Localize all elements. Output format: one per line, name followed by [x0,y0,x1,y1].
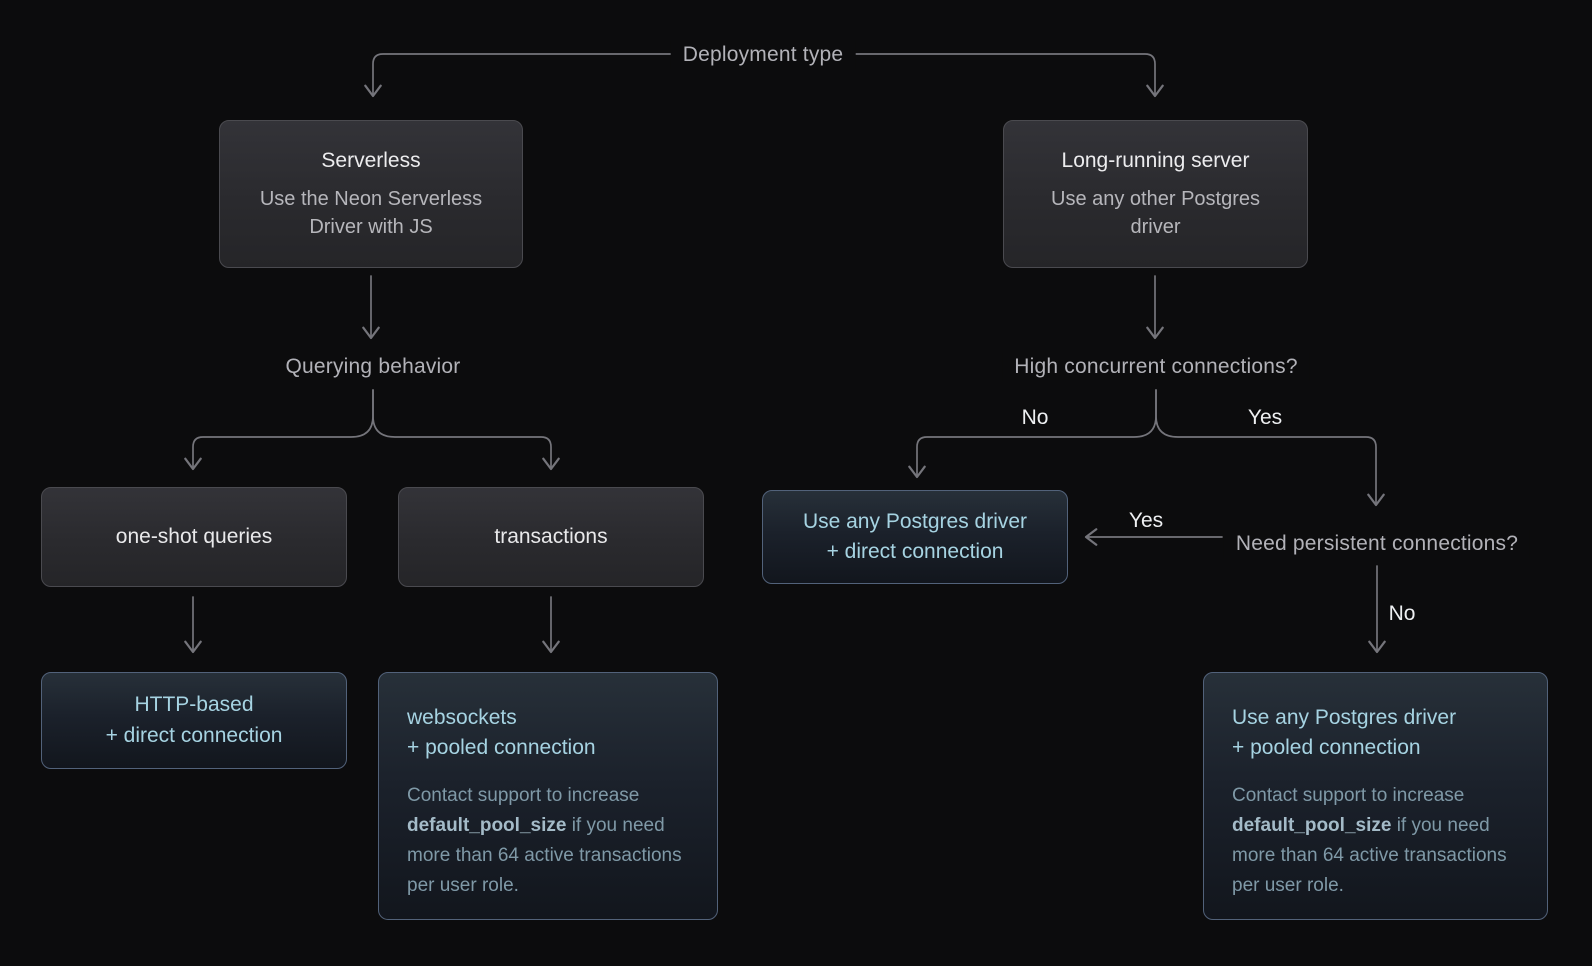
node-transactions-label: transactions [494,525,608,548]
node-pooled-connection-label: Use any Postgres driver + pooled connect… [1232,703,1456,764]
node-websockets-label: websockets + pooled connection [407,703,596,764]
branch-label-no: No [1021,406,1049,429]
node-one-shot-queries: one-shot queries [41,487,347,587]
node-serverless-title: Serverless [321,149,421,173]
node-long-running-subtitle-line2: driver [1130,215,1181,238]
node-long-running-subtitle-line1: Use any other Postgres [1051,187,1260,210]
node-direct-connection-line2: + direct connection [826,540,1004,563]
node-websockets-line2: + pooled connection [407,736,596,760]
note-text-post: if you need more than 64 active transact… [407,814,682,896]
node-transactions: transactions [398,487,704,587]
node-pooled-connection-line2: + pooled connection [1232,736,1421,760]
node-direct-connection: Use any Postgres driver + direct connect… [762,490,1068,584]
node-long-running-subtitle: Use any other Postgres driver [1051,185,1260,241]
decision-deployment-type: Deployment type [670,41,856,69]
branch-label-yes: Yes [1247,406,1283,429]
node-long-running-title: Long-running server [1061,149,1250,173]
decision-high-concurrent-connections: High concurrent connections? [1002,353,1310,381]
node-direct-connection-line1: Use any Postgres driver [802,509,1028,533]
note-text-pre: Contact support to increase [1232,784,1465,806]
branch-label-persistent-yes: Yes [1128,509,1164,532]
note-text-pre: Contact support to increase [407,784,640,806]
node-pooled-connection-line1: Use any Postgres driver [1232,706,1457,729]
node-websockets-note: Contact support to increase default_pool… [407,781,689,901]
node-serverless-subtitle-line1: Use the Neon Serverless [259,187,483,210]
node-http-based-label: HTTP-based + direct connection [106,690,283,751]
note-text-bold: default_pool_size [1232,814,1392,836]
node-long-running-server: Long-running server Use any other Postgr… [1003,120,1308,268]
node-direct-connection-label: Use any Postgres driver + direct connect… [803,507,1027,568]
branch-label-persistent-no: No [1388,602,1416,625]
node-pooled-connection: Use any Postgres driver + pooled connect… [1203,672,1548,920]
note-text-bold: default_pool_size [407,814,567,836]
node-http-based: HTTP-based + direct connection [41,672,347,769]
node-serverless-subtitle-line2: Driver with JS [309,215,433,238]
node-pooled-connection-note: Contact support to increase default_pool… [1232,781,1519,901]
decision-querying-behavior: Querying behavior [273,353,473,381]
node-websockets-line1: websockets [407,706,517,729]
note-text-post: if you need more than 64 active transact… [1232,814,1507,896]
node-one-shot-label: one-shot queries [115,525,273,548]
node-websockets-pooled: websockets + pooled connection Contact s… [378,672,718,920]
node-serverless-subtitle: Use the Neon Serverless Driver with JS [260,185,482,241]
decision-need-persistent-connections: Need persistent connections? [1223,530,1531,558]
node-serverless: Serverless Use the Neon Serverless Drive… [219,120,523,268]
node-http-based-line1: HTTP-based [134,693,254,717]
node-http-based-line2: + direct connection [105,723,283,747]
